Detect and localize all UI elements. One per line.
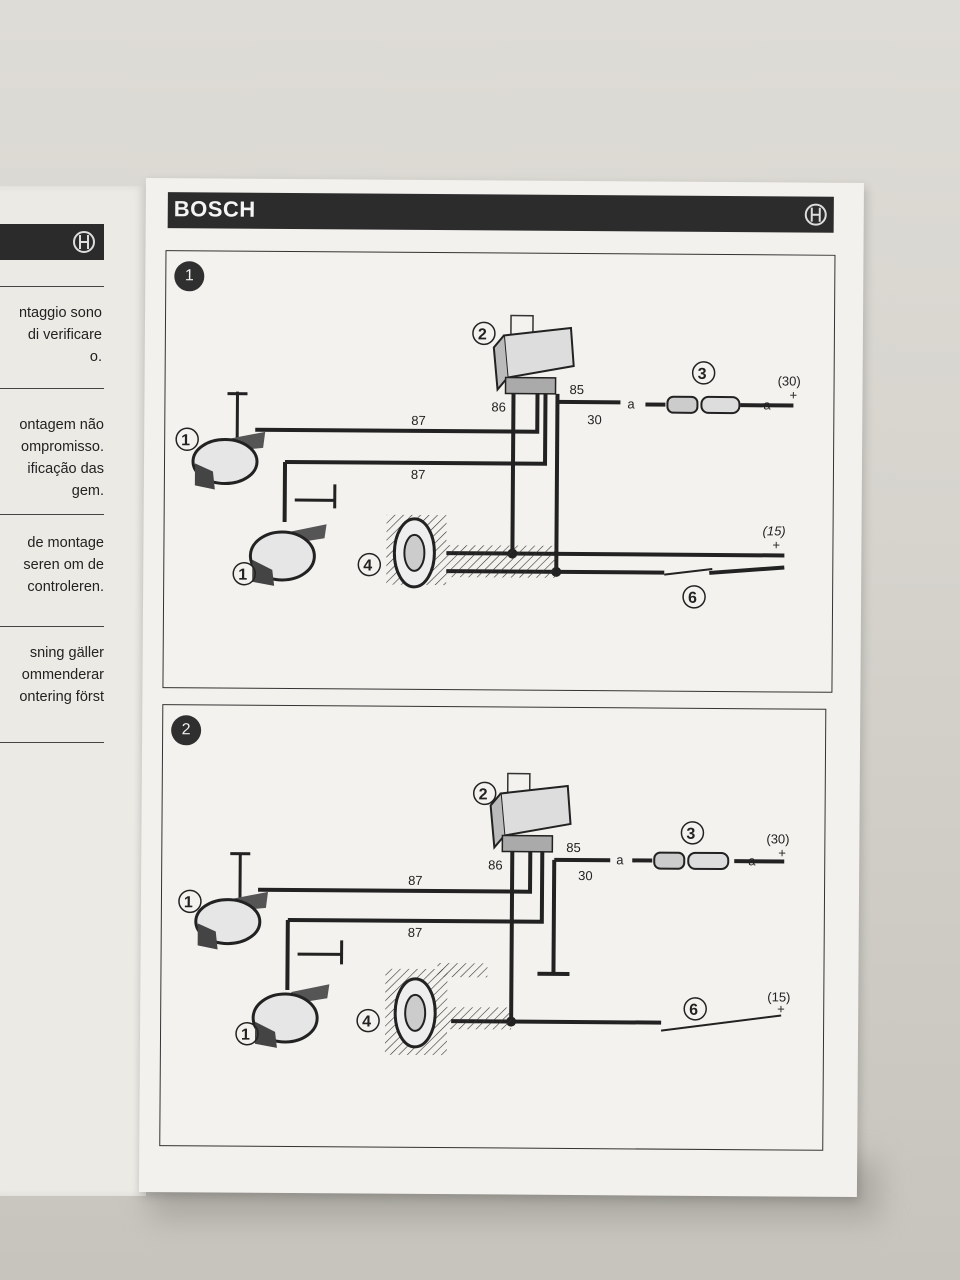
callout-horn: 1	[181, 432, 190, 449]
divider	[0, 742, 104, 743]
supply-sign: +	[789, 387, 797, 402]
fuse-terminal-label: a	[748, 853, 756, 868]
ground-hatch	[447, 1007, 512, 1030]
terminal-label: 85	[569, 382, 584, 397]
callout-1	[175, 321, 716, 609]
horn-switch-icon	[393, 977, 437, 1049]
divider	[0, 626, 104, 627]
horn-icon	[194, 852, 269, 950]
supply-sign: +	[777, 1001, 785, 1016]
terminal-label: 86	[491, 399, 506, 414]
wiring-diagram-1: 1 1 2 3 4 6 87 87 86 85 30 a a (30) + (1…	[175, 314, 801, 609]
callout-horn: 1	[241, 1027, 250, 1044]
horn-icon	[248, 484, 337, 586]
wire-label: 87	[408, 925, 423, 940]
relay-icon	[492, 314, 575, 395]
supply-label: (30)	[778, 373, 801, 388]
callout-switch: 4	[363, 558, 372, 575]
wire-label: 87	[411, 467, 426, 482]
horn-switch-icon	[392, 517, 436, 589]
wiring-diagram-2: 1 1 2 3 4 6 87 87 86 85 30 a a (30) + (1…	[178, 772, 790, 1056]
ground-hatch	[446, 545, 557, 578]
right-page: BOSCH 1	[138, 178, 864, 1197]
text-swedish: sning gäller ommenderar ontering först	[19, 645, 104, 705]
callout-cable: 6	[689, 1002, 698, 1019]
fuse-icon	[666, 395, 741, 415]
callout-switch: 4	[362, 1014, 371, 1031]
text-italian: ntaggio sono di verificare o.	[18, 305, 102, 365]
divider	[0, 286, 104, 287]
supply-label: (15)	[762, 523, 785, 538]
terminal-label: 30	[587, 412, 602, 427]
figure-panel-2: 2	[159, 704, 827, 1151]
callout-fuse: 3	[686, 826, 695, 843]
text-portuguese: ontagem não ompromisso. ificação das gem…	[19, 417, 104, 499]
callout-horn: 1	[184, 894, 193, 911]
supply-label: (30)	[766, 831, 789, 846]
wires-2	[258, 851, 785, 1025]
supply-sign: +	[772, 537, 780, 552]
supply-sign: +	[778, 845, 786, 860]
callout-relay: 2	[479, 786, 488, 803]
ground-hatch	[437, 963, 488, 978]
bosch-logo-icon	[804, 203, 827, 226]
relay-icon	[489, 772, 572, 853]
divider	[0, 388, 104, 389]
terminal-label: 86	[488, 857, 503, 872]
text-dutch: de montage seren om de controleren.	[23, 535, 104, 595]
horn-icon	[191, 391, 266, 490]
callout-cable: 6	[688, 590, 697, 607]
bosch-logo-icon	[73, 231, 95, 253]
header-bar: BOSCH	[167, 192, 834, 233]
fuse-terminal-label: a	[627, 396, 635, 411]
wire-label: 87	[411, 413, 426, 428]
supply-label: (15)	[767, 989, 790, 1004]
divider	[0, 514, 104, 515]
terminal-label: 85	[566, 840, 581, 855]
callout-relay: 2	[478, 326, 487, 343]
callout-fuse: 3	[698, 366, 707, 383]
fuse-terminal-label: a	[763, 397, 771, 412]
fuse-terminal-label: a	[616, 852, 624, 867]
callout-horn: 1	[238, 567, 247, 584]
left-page: ntaggio sono di verificare o. ontagem nã…	[0, 186, 146, 1196]
wire-label: 87	[408, 873, 423, 888]
figure-panel-1: 1	[162, 250, 836, 693]
brand-title: BOSCH	[173, 196, 256, 222]
fuse-icon	[653, 851, 730, 871]
terminal-label: 30	[578, 868, 593, 883]
horn-icon	[251, 940, 344, 1048]
